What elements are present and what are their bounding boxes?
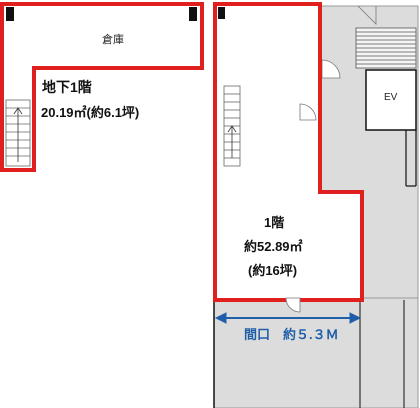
basement-outline (0, 2, 204, 172)
entrance-door (285, 297, 301, 313)
frontage-label: 間口 約５.３Ｍ (244, 327, 339, 342)
ground-area-label: 約52.89㎡ (244, 239, 303, 254)
frontage-dimension-arrow (214, 312, 362, 324)
staircase-basement (5, 99, 31, 167)
staircase-right (355, 5, 417, 69)
elevator-box (365, 69, 417, 187)
door-swing-right (321, 59, 341, 79)
basement-floor-label: 地下1階 (42, 79, 92, 95)
staircase-ground (223, 85, 241, 167)
basement-area-label: 20.19㎡(約6.1坪) (41, 105, 140, 120)
storage-room-label: 倉庫 (102, 34, 124, 46)
ev-label: EV (384, 92, 398, 103)
door-swing-ground (299, 103, 317, 121)
ground-floor-label: 1階 (264, 215, 285, 230)
ground-floor-outline (213, 2, 364, 302)
ground-area-tsubo-label: (約16坪) (248, 263, 298, 278)
